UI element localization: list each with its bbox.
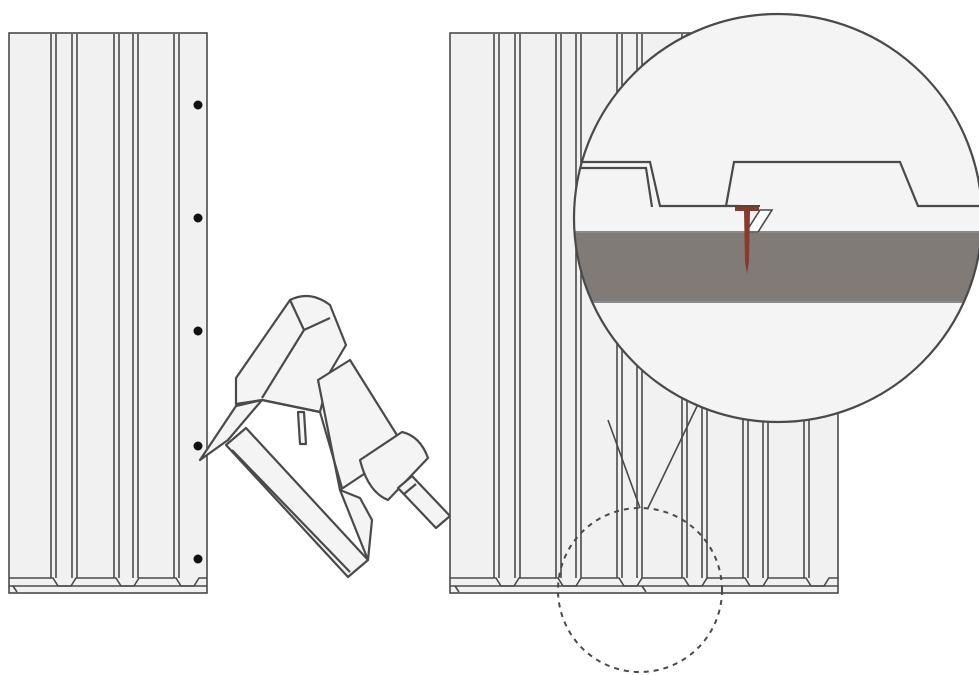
nail-gun-cap	[358, 430, 430, 502]
nail-shank	[744, 211, 750, 274]
nail-gun-trigger	[296, 410, 308, 446]
right-panel-profile	[450, 577, 838, 587]
substrate-band	[574, 233, 979, 301]
callout-leader-lines	[607, 399, 701, 509]
fastener-dot	[193, 326, 203, 336]
fastener-dot	[193, 441, 203, 451]
fastener-dot	[193, 213, 203, 223]
fastener-dot	[193, 554, 203, 564]
nail-gun-body-lower	[338, 488, 374, 562]
left-siding-panel	[8, 32, 208, 594]
magnifier-outline	[572, 12, 979, 424]
magnifier-detail-icon	[572, 12, 979, 424]
left-panel-body	[8, 32, 208, 594]
nail-gun-fitting	[396, 474, 452, 530]
fastener-dot	[193, 100, 203, 110]
panel-profile-upper	[574, 160, 740, 208]
detail-callout-circle	[557, 507, 723, 673]
nail-gun-icon	[198, 294, 452, 579]
panel-profile-lower	[724, 160, 979, 208]
left-panel-ribs	[50, 34, 180, 578]
fastener-dots	[193, 100, 203, 564]
nail-head	[735, 207, 759, 211]
nail-detail	[735, 207, 759, 274]
